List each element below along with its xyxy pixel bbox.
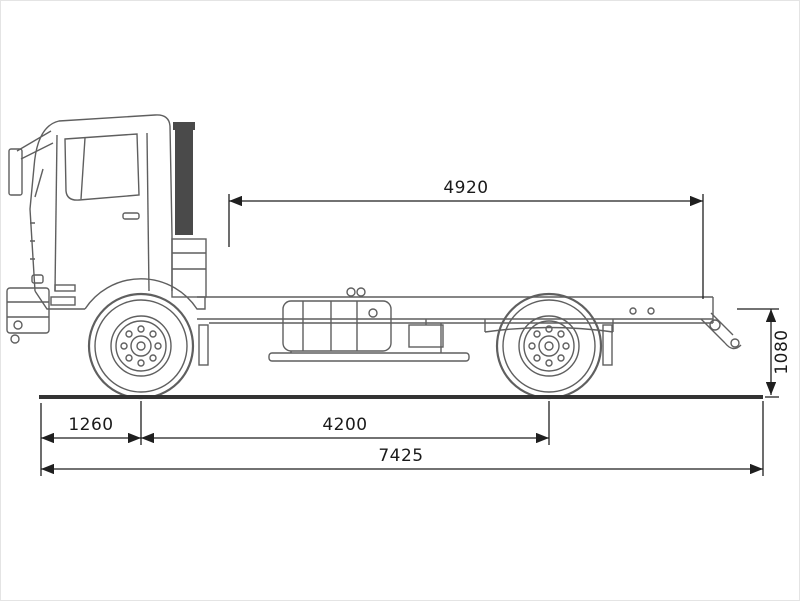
- dim-wheelbase: 4200: [141, 401, 550, 445]
- door-seam-rear: [146, 132, 150, 292]
- front-rim-outer: [110, 315, 172, 377]
- front-tire-inner: [94, 299, 188, 393]
- hitch-arm: [700, 312, 734, 344]
- air-tank-fitting-2: [356, 287, 366, 297]
- dim-label-wheelbase: 4200: [322, 415, 367, 435]
- dim-ext-lines: [228, 194, 704, 299]
- battery-box: [408, 324, 444, 348]
- rear-hub: [538, 335, 560, 357]
- hitch-hook: [724, 342, 742, 350]
- dim-label-overall-length: 7425: [378, 446, 423, 466]
- cab: [8, 114, 206, 310]
- rear-mudflap: [602, 324, 613, 366]
- air-intake-stack: [175, 127, 193, 235]
- dim-label-front-overhang: 1260: [68, 415, 113, 435]
- dim-front-overhang: 1260: [40, 401, 142, 476]
- dim-overall-length: 7425: [41, 401, 764, 476]
- mirror-glass: [8, 148, 23, 196]
- side-guard-hanger: [290, 323, 442, 353]
- equipment-box: [171, 238, 207, 298]
- door-window: [64, 133, 140, 201]
- entry-step-upper: [54, 284, 76, 292]
- headlight: [31, 274, 44, 284]
- tank-straps: [302, 301, 358, 351]
- behind-cab-equipment: [171, 238, 207, 298]
- dim-cab-to-rear: 4920: [228, 178, 704, 299]
- front-hub: [130, 335, 152, 357]
- rear-rim-outer: [518, 315, 580, 377]
- cab-lower-edge: [34, 290, 85, 310]
- front-lug-nuts: [120, 325, 162, 367]
- windshield-wiper: [34, 168, 44, 198]
- front-tire-outer: [87, 292, 195, 400]
- bumper-body: [6, 287, 50, 334]
- equipment-lines: [172, 252, 206, 270]
- rear-lug-nuts: [528, 325, 570, 367]
- front-hub-center: [136, 341, 146, 351]
- fuel-tank: [282, 300, 392, 352]
- rear-tire-outer: [495, 292, 603, 400]
- air-intake-cap: [173, 122, 195, 130]
- entry-step-lower: [50, 296, 76, 306]
- hitch-pivot: [709, 319, 721, 331]
- dim-label-rear-frame-height: 1080: [772, 329, 792, 374]
- rear-tow-hitch: [700, 312, 742, 350]
- side-guard-bar: [268, 352, 470, 362]
- cab-outline: [29, 114, 173, 292]
- dimension-annotations: 4920 1080 1260 4200 7425: [40, 178, 792, 476]
- front-mudflap: [198, 324, 209, 366]
- door-handle: [122, 212, 140, 220]
- door-seam-front: [54, 134, 58, 292]
- grille-ticks: [30, 222, 35, 260]
- hitch-hook-eye: [730, 338, 740, 348]
- dim-rear-frame-height: 1080: [737, 308, 792, 398]
- truck-drawing: [6, 114, 742, 400]
- fuel-filler-cap: [368, 308, 378, 318]
- rear-rim-inner: [523, 320, 575, 372]
- frame-fitting-2: [647, 307, 655, 315]
- fuel-tank-assembly: [268, 287, 470, 362]
- air-tank-fitting-1: [346, 287, 356, 297]
- front-tow-pin: [10, 334, 20, 344]
- front-wheel-arch: [84, 278, 206, 310]
- rear-hub-center: [544, 341, 554, 351]
- mirror-arm: [16, 130, 54, 160]
- frame-fitting-1: [629, 307, 637, 315]
- front-bumper: [6, 287, 50, 344]
- dim-label-cab-to-rear: 4920: [443, 178, 488, 198]
- bumper-lines: [7, 301, 49, 318]
- rear-tire-inner: [502, 299, 596, 393]
- fog-lamp: [13, 320, 23, 330]
- front-rim-inner: [115, 320, 167, 372]
- front-wheel: [87, 292, 195, 400]
- rear-wheel: [495, 292, 603, 400]
- vent-window-divider: [80, 137, 86, 200]
